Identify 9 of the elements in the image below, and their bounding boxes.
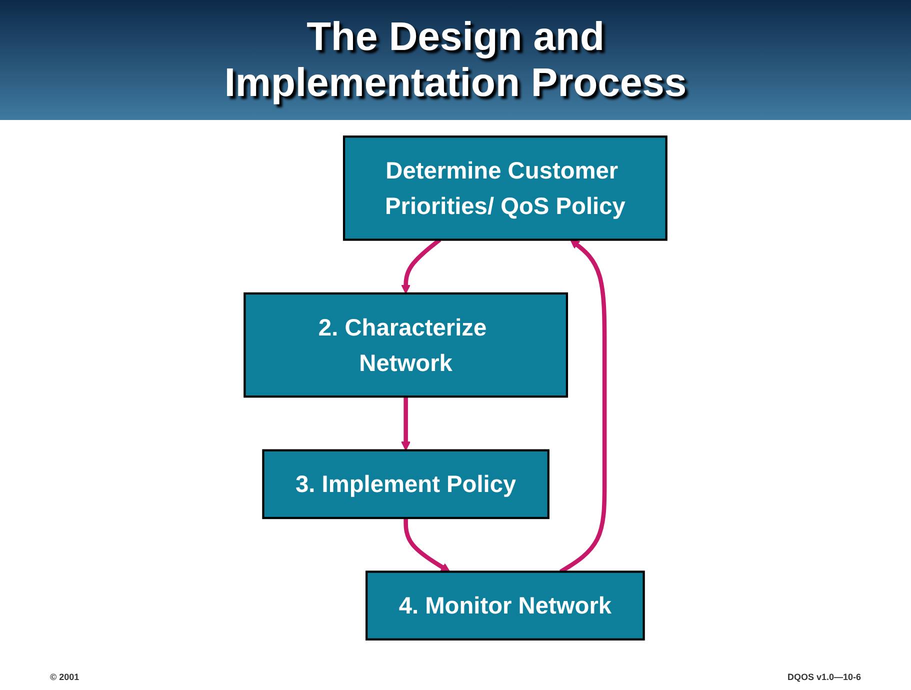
node-box: 2. Characterize Network [244, 292, 568, 398]
node-box: 4. Monitor Network [366, 570, 645, 640]
node-box: Determine Customer Priorities/ QoS Policy [342, 136, 668, 241]
node-box: 3. Implement Policy [262, 449, 550, 520]
arrow [404, 518, 450, 572]
footer-note: DQOS v1.0—10-6 [787, 672, 861, 682]
footer-note: © 2001 [50, 672, 80, 682]
title: The Design and Implementation Process [223, 14, 688, 106]
arrow [401, 396, 411, 451]
